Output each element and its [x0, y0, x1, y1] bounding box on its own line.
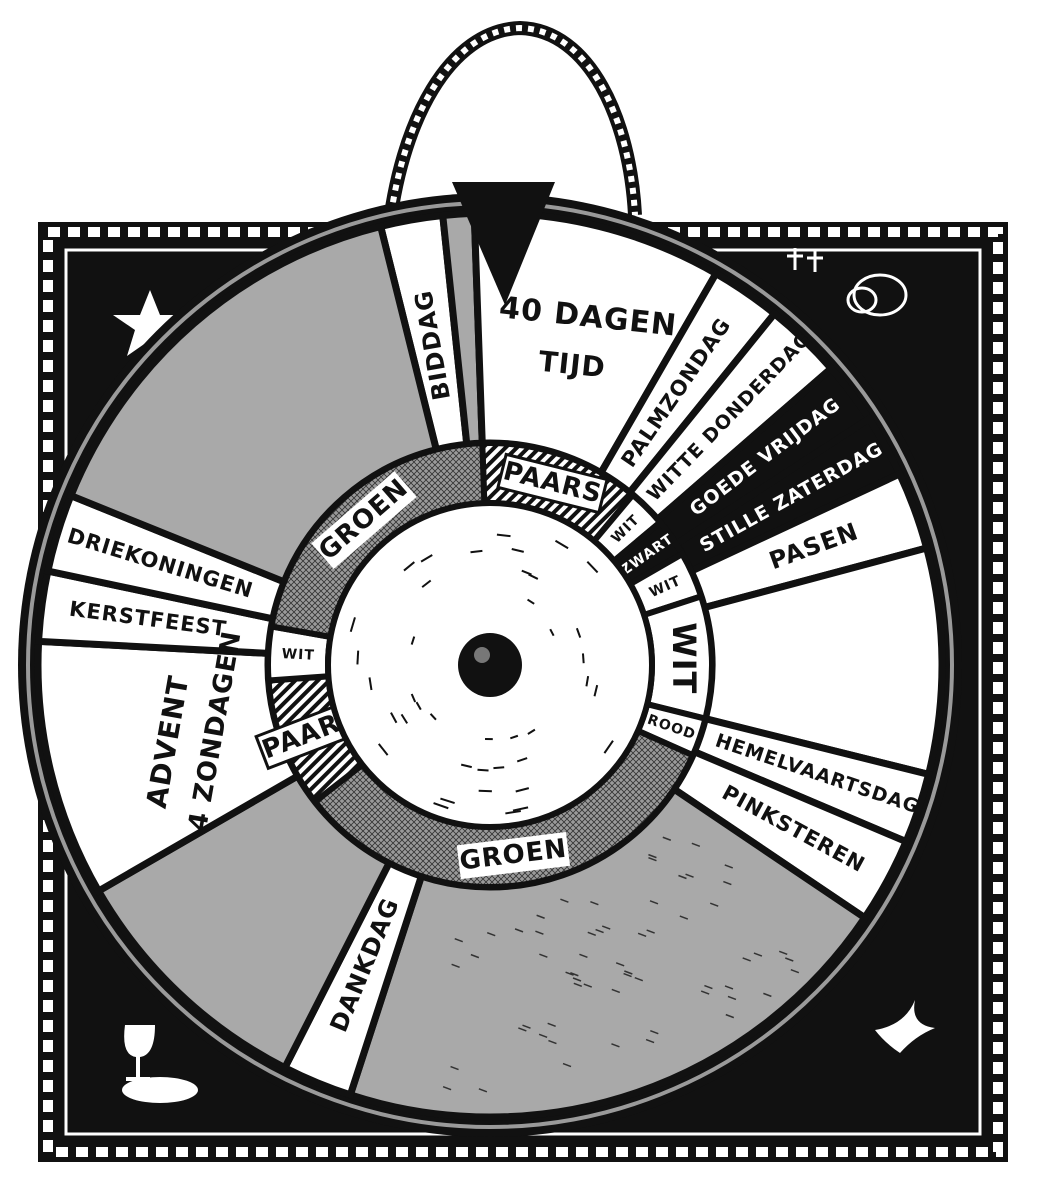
dove-icon [875, 1000, 935, 1053]
pointer-triangle-icon [452, 182, 555, 305]
ring-label-wit: WIT [665, 622, 703, 694]
star-icon [113, 290, 187, 356]
wine-and-bread-icon [122, 1025, 198, 1103]
crosses-and-tomb-icon [787, 248, 908, 317]
segment-label-tijd: TIJD [537, 345, 607, 385]
ring-label-wit: WIT [281, 646, 315, 664]
center-pin [458, 633, 522, 697]
